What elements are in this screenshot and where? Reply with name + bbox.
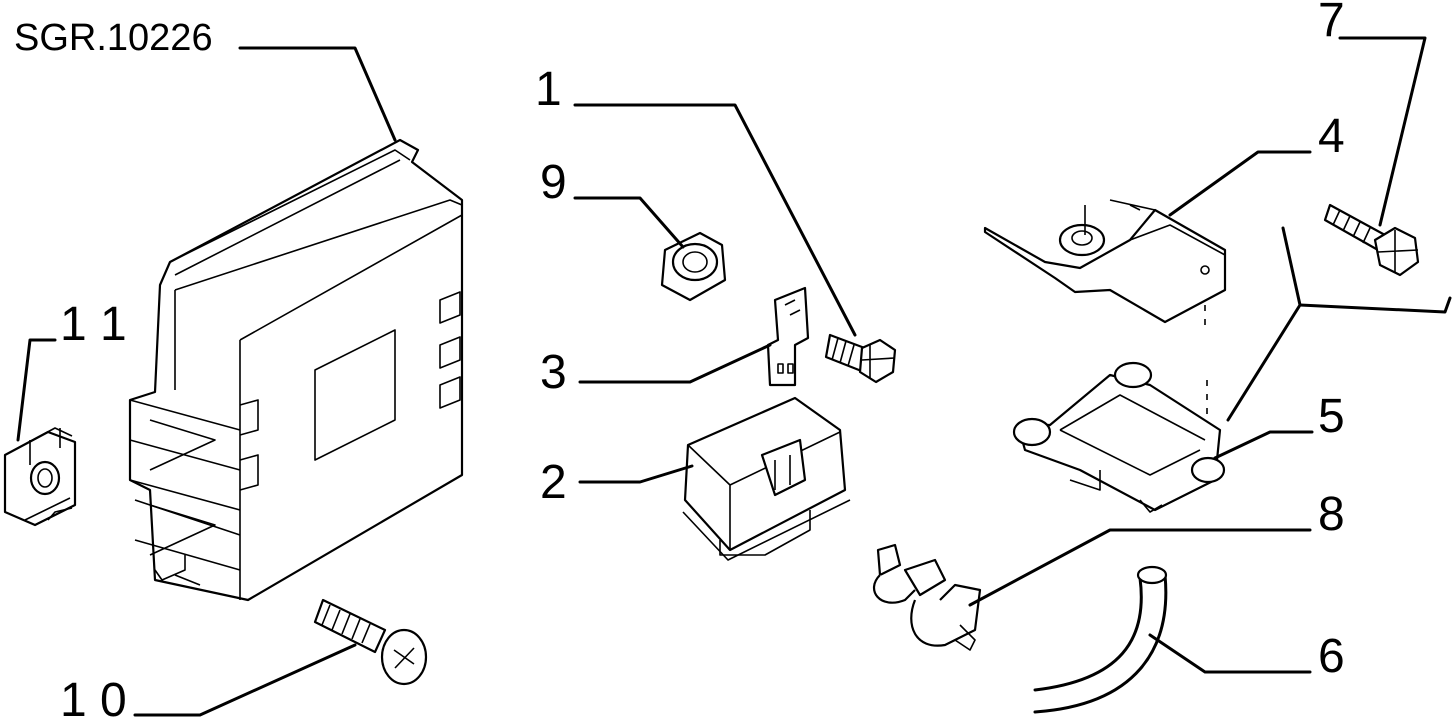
callout-11: 1 1 — [60, 298, 127, 351]
leader-line-11 — [16, 338, 57, 442]
callout-3: 3 — [540, 346, 567, 399]
relay-part[interactable] — [682, 396, 851, 561]
clip-part[interactable] — [873, 543, 982, 651]
leader-line-3 — [578, 343, 772, 384]
support-plate-part[interactable] — [983, 199, 1227, 430]
callout-1: 1 — [535, 63, 562, 116]
callout-2: 2 — [540, 456, 567, 509]
reference-code: SGR.10226 — [14, 17, 213, 59]
leader-line-10 — [133, 643, 357, 717]
callout-10: 1 0 — [60, 674, 127, 719]
callout-9: 9 — [540, 156, 567, 209]
bolt-part[interactable] — [824, 333, 897, 384]
leader-line-1 — [573, 103, 857, 337]
callout-6: 6 — [1318, 630, 1345, 683]
leader-line-ref — [238, 46, 397, 142]
hex-bolt-part[interactable] — [1323, 203, 1420, 277]
flange-nut-part[interactable] — [660, 231, 727, 302]
leader-line-8 — [968, 528, 1312, 607]
sensor-part[interactable] — [1012, 361, 1226, 513]
leader-line-7 — [1338, 36, 1427, 227]
leader-line-5 — [1213, 430, 1314, 460]
callout-4: 4 — [1318, 110, 1345, 163]
callout-5: 5 — [1318, 390, 1345, 443]
control-unit-part[interactable] — [128, 138, 464, 602]
cage-nut-part[interactable] — [3, 427, 77, 527]
leader-lines — [16, 36, 1452, 717]
callout-labels: 1 2 3 4 5 6 7 8 9 1 0 1 1 — [60, 0, 1345, 719]
leader-line-5-b — [1298, 296, 1452, 314]
screw-part[interactable] — [313, 598, 428, 686]
leader-line-6 — [1148, 633, 1312, 674]
hose-part[interactable] — [1033, 565, 1168, 714]
leader-line-5-a — [1226, 226, 1302, 422]
leader-line-2 — [578, 464, 694, 484]
callout-7: 7 — [1318, 0, 1345, 47]
leader-line-4 — [1168, 150, 1312, 217]
leader-line-9 — [573, 196, 685, 249]
callout-8: 8 — [1318, 488, 1345, 541]
bracket-part[interactable] — [766, 286, 810, 387]
